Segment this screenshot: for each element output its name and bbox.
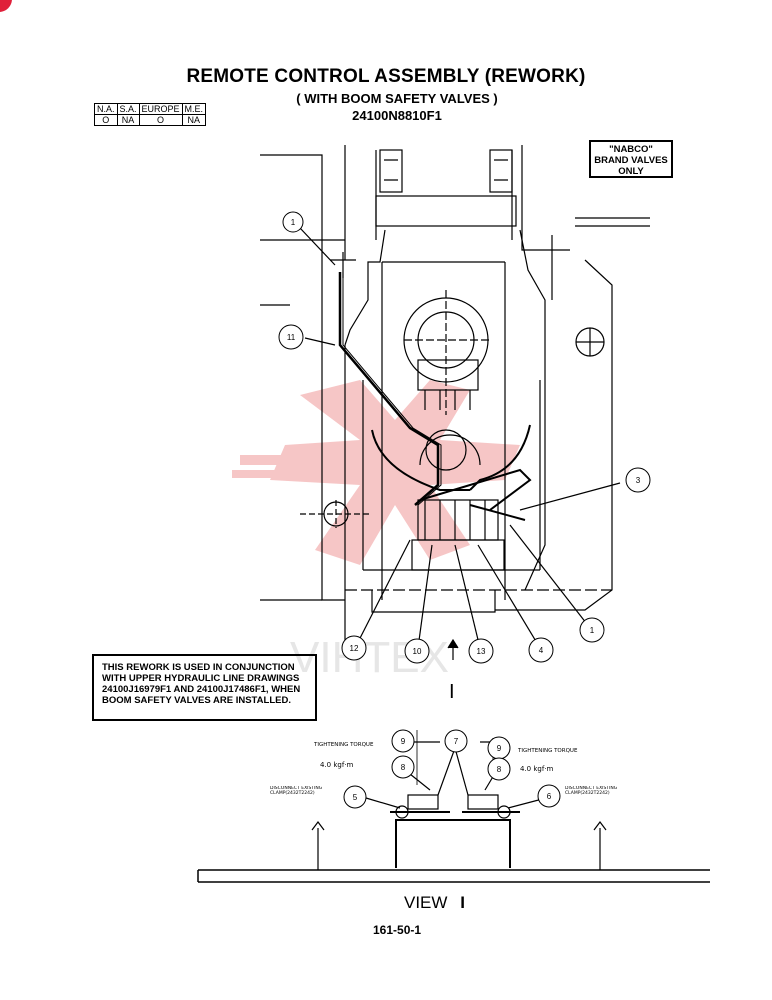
detail-view xyxy=(197,730,710,883)
callout-number: 11 xyxy=(287,333,296,342)
callout-balloon xyxy=(528,637,554,663)
torque-label-left: TIGHTENING TORQUE xyxy=(313,742,374,748)
callout-balloon xyxy=(282,211,304,233)
callout-number: 1 xyxy=(291,218,296,227)
view-label-text: VIEW xyxy=(404,893,448,912)
market-value: NA xyxy=(181,114,207,126)
drawing-subtitle: ( WITH BOOM SAFETY VALVES ) xyxy=(296,91,498,106)
callout-number: 1 xyxy=(590,626,595,635)
callout-balloon xyxy=(625,467,651,493)
callout-number: 8 xyxy=(497,765,502,774)
callout-balloon xyxy=(341,635,367,661)
market-value: O xyxy=(138,114,183,126)
callout-balloon xyxy=(404,638,430,664)
callout-number: 5 xyxy=(353,793,358,802)
callout-number: 9 xyxy=(401,737,406,746)
callout-number: 7 xyxy=(454,737,459,746)
market-applicability-table: N.A. S.A. EUROPE M.E. O NA O NA xyxy=(94,103,207,126)
rework-note-box: THIS REWORK IS USED IN CONJUNCTION WITH … xyxy=(92,654,317,721)
watermark-graphic xyxy=(232,380,520,565)
rework-note-line: WITH UPPER HYDRAULIC LINE DRAWINGS xyxy=(102,673,300,684)
disconnect-clamp-label-left: DISCONNECT EXISTING CLAMP(2432T2242) xyxy=(270,786,323,796)
rework-note-line: 24100J16979F1 AND 24100J17486F1, WHEN xyxy=(102,684,301,695)
callout-balloon xyxy=(579,617,605,643)
page-number: 161-50-1 xyxy=(373,923,422,937)
rework-note-line: BOOM SAFETY VALVES ARE INSTALLED. xyxy=(102,695,291,706)
view-label: VIEW I xyxy=(404,893,465,913)
nabco-note-line: BRAND VALVES xyxy=(594,155,668,166)
callout-balloon xyxy=(343,785,367,809)
callout-number: 9 xyxy=(497,744,502,753)
callout-number: 6 xyxy=(547,792,552,801)
callout-number: 3 xyxy=(636,476,641,485)
callout-balloon xyxy=(468,638,494,664)
view-label-marker: I xyxy=(460,893,465,912)
disconnect-clamp-label-right: DISCONNECT EXISTING CLAMP(2432T2242) xyxy=(565,786,618,796)
torque-value-right: 4.0 kgf·m xyxy=(520,765,554,773)
torque-value-left: 4.0 kgf·m xyxy=(320,761,354,769)
nabco-note-line: "NABCO" xyxy=(609,144,653,155)
callout-number: 8 xyxy=(401,763,406,772)
callout-balloon xyxy=(278,324,304,350)
callout-balloon xyxy=(391,755,415,779)
callout-balloon xyxy=(391,729,415,753)
part-number: 24100N8810F1 xyxy=(352,108,442,123)
torque-label-right: TIGHTENING TORQUE xyxy=(517,748,578,754)
callout-balloon xyxy=(537,784,561,808)
callout-number: 4 xyxy=(539,646,544,655)
nabco-note-line: ONLY xyxy=(618,166,644,177)
callout-number: 12 xyxy=(350,644,359,653)
market-value: NA xyxy=(116,114,140,126)
callout-balloon xyxy=(487,757,511,781)
drawing-title: REMOTE CONTROL ASSEMBLY (REWORK) xyxy=(186,66,586,87)
view-arrow-marker: I xyxy=(449,681,455,703)
callout-number: 13 xyxy=(477,647,486,656)
callout-balloon xyxy=(444,729,468,753)
callout-number: 10 xyxy=(413,647,422,656)
rework-note-line: THIS REWORK IS USED IN CONJUNCTION xyxy=(102,662,295,673)
nabco-note-box: "NABCO" BRAND VALVES ONLY xyxy=(589,140,673,178)
